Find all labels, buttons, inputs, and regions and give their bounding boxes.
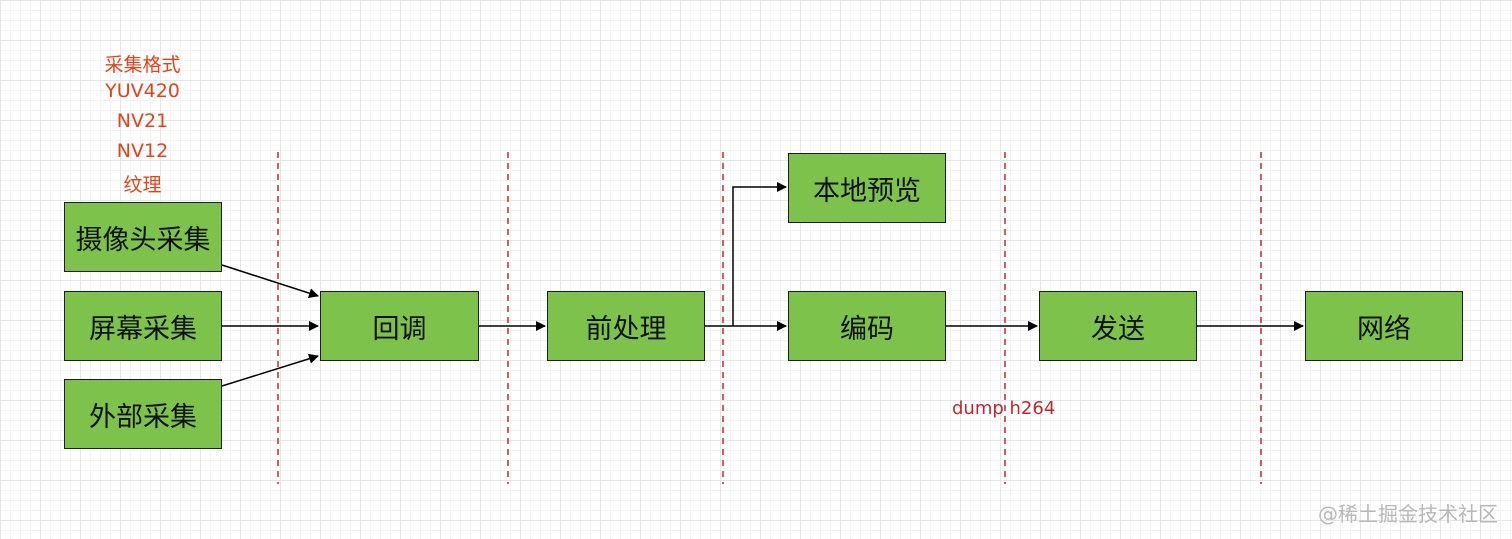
format-texture: 纹理 [123, 174, 162, 196]
node-encode: 编码 [788, 291, 946, 361]
node-network: 网络 [1305, 291, 1463, 361]
dump-h264-label: dump h264 [952, 398, 1056, 419]
format-yuv420: YUV420 [105, 80, 180, 102]
node-external-capture: 外部采集 [64, 379, 222, 449]
arrow-camera-to-callback [221, 264, 319, 298]
format-nv21: NV21 [116, 110, 169, 132]
arrow-external-to-callback [221, 353, 319, 387]
capture-format-label: 采集格式 [104, 54, 181, 76]
node-camera-capture: 摄像头采集 [64, 202, 222, 272]
format-nv12: NV12 [116, 140, 169, 162]
node-preprocess: 前处理 [547, 291, 705, 361]
node-send: 发送 [1039, 291, 1197, 361]
node-screen-capture: 屏幕采集 [64, 291, 222, 361]
node-local-preview: 本地预览 [788, 153, 946, 223]
arrow-preprocess-to-preview [732, 182, 787, 326]
watermark: @稀土掘金技术社区 [1318, 502, 1498, 526]
node-callback: 回调 [320, 291, 479, 361]
